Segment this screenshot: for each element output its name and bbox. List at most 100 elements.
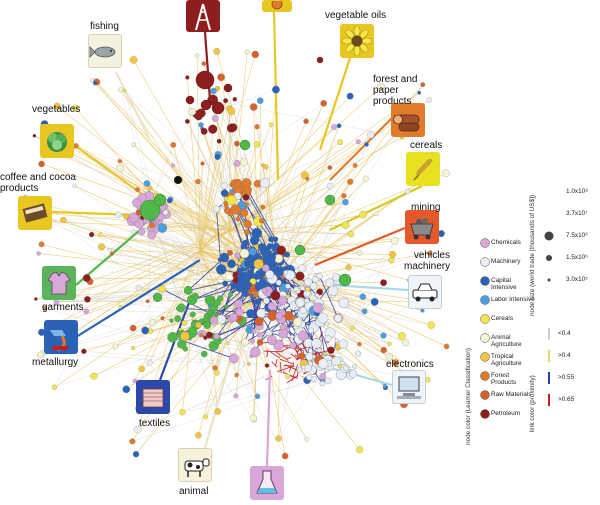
- product-node: [381, 333, 387, 339]
- product-node: [177, 304, 185, 312]
- product-node: [210, 316, 218, 324]
- product-node: [285, 284, 290, 289]
- product-node: [130, 325, 136, 331]
- product-node: [83, 274, 91, 282]
- product-node: [52, 385, 57, 390]
- product-node: [402, 339, 409, 346]
- product-node: [186, 96, 194, 104]
- product-node: [222, 281, 227, 286]
- legend-swatch: [481, 353, 490, 362]
- legend-link-label: >0.65: [558, 396, 574, 403]
- product-node: [357, 250, 362, 255]
- product-node: [180, 409, 186, 415]
- product-node: [334, 314, 342, 322]
- product-node: [159, 286, 166, 293]
- label-animal: animal: [179, 486, 208, 497]
- product-node: [214, 333, 220, 339]
- product-node: [268, 302, 276, 310]
- product-node: [238, 272, 248, 282]
- product-node: [398, 332, 405, 339]
- product-node: [183, 346, 188, 351]
- product-node: [262, 288, 268, 294]
- lettuce-icon: [40, 124, 74, 158]
- fruit-icon: [262, 0, 292, 12]
- product-node: [339, 274, 351, 286]
- product-node: [255, 270, 265, 280]
- legend-item-label: Petroleum: [491, 410, 535, 417]
- product-node: [337, 124, 341, 128]
- product-node: [171, 163, 175, 167]
- legend-swatch: [481, 334, 490, 343]
- product-node: [342, 221, 350, 229]
- product-node: [294, 287, 299, 292]
- product-node: [298, 331, 308, 341]
- product-node: [37, 251, 41, 255]
- product-node: [353, 364, 357, 368]
- product-node: [296, 299, 305, 308]
- product-node: [131, 230, 135, 234]
- product-node: [243, 194, 249, 200]
- product-node: [267, 335, 277, 345]
- product-node: [130, 56, 137, 63]
- legend-item-label: Cereals: [491, 315, 535, 322]
- product-node: [221, 182, 228, 189]
- product-node: [285, 374, 290, 379]
- legend-item-label: Raw Materials: [491, 391, 535, 398]
- product-node: [190, 312, 196, 318]
- product-node: [265, 364, 269, 368]
- product-node: [216, 264, 226, 274]
- product-node: [276, 313, 283, 320]
- product-node: [163, 210, 168, 215]
- product-node: [234, 300, 242, 308]
- garment-icon: [42, 266, 76, 300]
- product-node: [228, 108, 235, 115]
- product-node: [227, 260, 235, 268]
- product-node: [60, 217, 66, 223]
- legend-link-label: >0.55: [558, 374, 574, 381]
- product-node: [343, 366, 348, 371]
- product-node: [305, 177, 309, 181]
- product-node: [223, 98, 228, 103]
- product-node: [113, 344, 119, 350]
- product-node: [355, 351, 361, 357]
- product-node: [158, 223, 167, 232]
- product-node: [201, 351, 207, 357]
- connector-line: [274, 12, 278, 180]
- product-node: [347, 93, 354, 100]
- product-node: [81, 349, 86, 354]
- product-node: [195, 53, 199, 57]
- product-node: [233, 394, 238, 399]
- product-node: [39, 161, 45, 167]
- product-node: [201, 162, 205, 166]
- product-node: [245, 50, 250, 55]
- product-node: [320, 381, 325, 386]
- product-node: [250, 415, 257, 422]
- product-node: [272, 86, 279, 93]
- legend-item-label: Animal Agriculture: [491, 334, 535, 348]
- product-node: [269, 123, 273, 127]
- product-node: [34, 297, 37, 300]
- log-icon: [391, 103, 425, 137]
- product-node: [205, 295, 215, 305]
- label-coffee-and-cocoa: coffee and cocoa products: [0, 172, 76, 194]
- product-node: [250, 103, 257, 110]
- product-node: [89, 232, 94, 237]
- flask-icon: [250, 466, 284, 500]
- product-node: [317, 57, 323, 63]
- product-node: [359, 211, 366, 218]
- connector-line: [267, 370, 270, 466]
- product-node: [135, 187, 139, 191]
- product-node: [170, 142, 176, 148]
- product-node: [250, 339, 255, 344]
- product-node: [265, 270, 273, 278]
- product-node: [328, 286, 338, 296]
- product-node: [351, 326, 355, 330]
- product-node: [206, 332, 213, 339]
- product-node: [240, 209, 248, 217]
- computer-icon: [392, 370, 426, 404]
- product-node: [266, 330, 272, 336]
- product-node: [208, 125, 217, 134]
- product-node: [339, 340, 348, 349]
- product-node: [147, 360, 153, 366]
- product-node: [204, 313, 209, 318]
